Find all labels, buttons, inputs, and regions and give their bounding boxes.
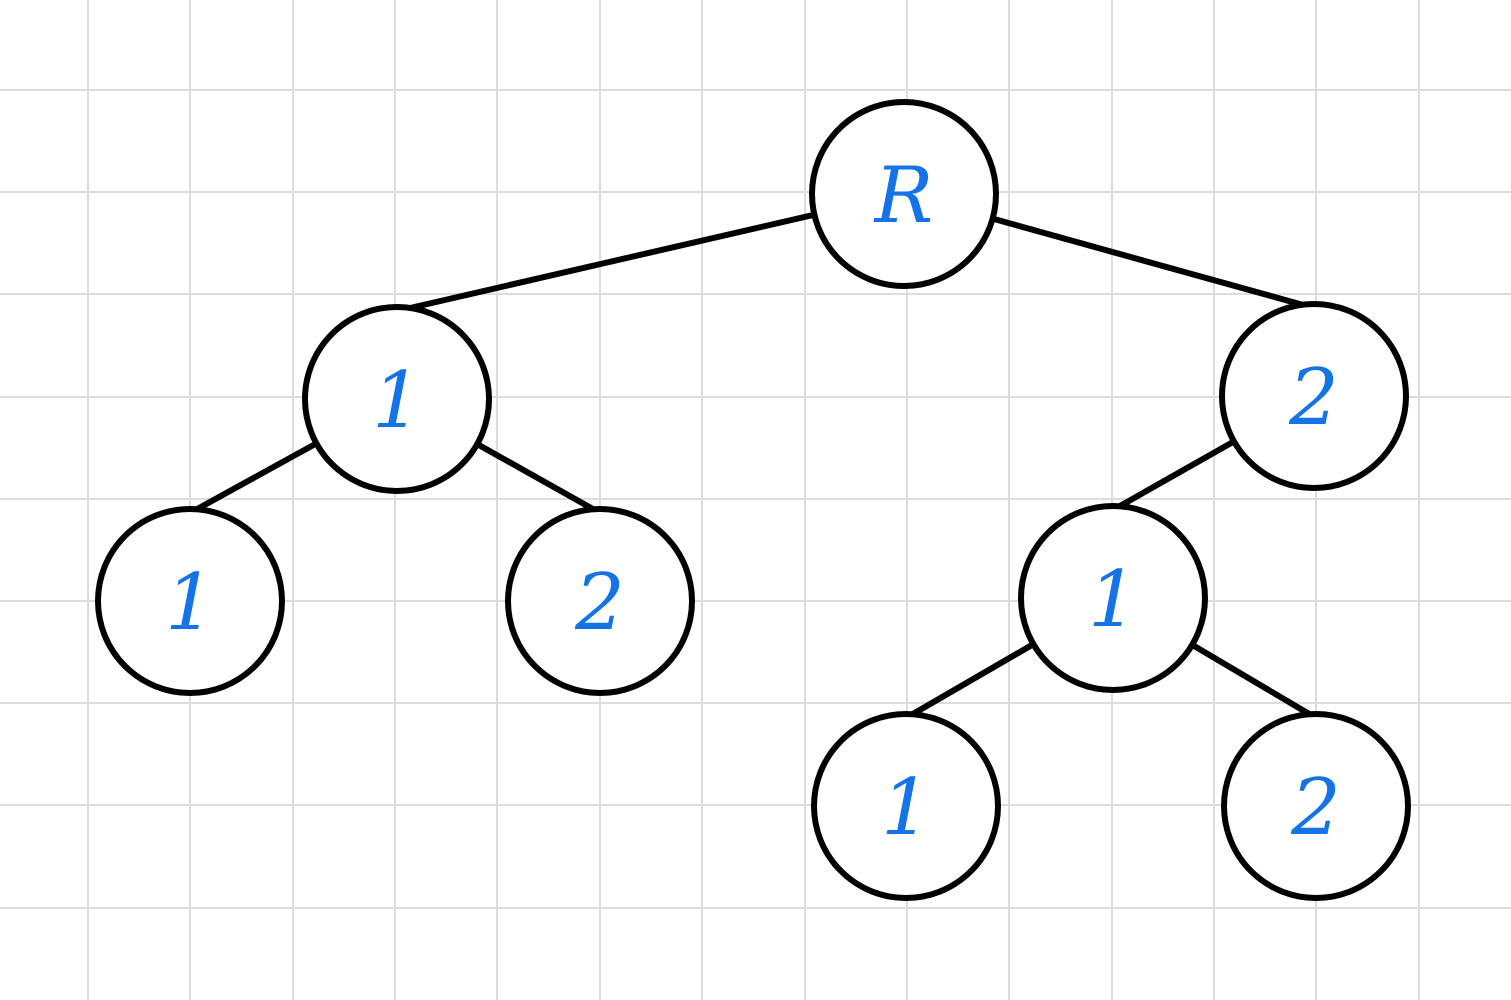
tree-node-n2: 2 [1219, 301, 1409, 491]
node-label: 1 [881, 763, 931, 853]
node-label: 1 [1088, 555, 1138, 645]
node-circle [1219, 301, 1409, 491]
tree-nodes: R 1 2 1 2 1 1 2 [95, 99, 1411, 901]
tree-node-n12: 2 [505, 506, 695, 696]
node-circle [1018, 503, 1208, 693]
tree-node-n211: 1 [811, 711, 1001, 901]
tree-node-root: R [809, 99, 999, 289]
node-circle [95, 506, 285, 696]
node-label: 2 [574, 558, 625, 648]
node-label: 2 [1288, 353, 1339, 443]
node-label: 1 [165, 558, 215, 648]
tree-node-n21: 1 [1018, 503, 1208, 693]
tree-node-n212: 2 [1221, 711, 1411, 901]
tree-node-n11: 1 [95, 506, 285, 696]
node-label: 2 [1290, 763, 1341, 853]
node-label: 1 [372, 356, 422, 446]
node-circle [302, 304, 492, 494]
node-label: R [873, 151, 934, 241]
node-circle [505, 506, 695, 696]
tree-node-n1: 1 [302, 304, 492, 494]
node-circle [1221, 711, 1411, 901]
node-circle [811, 711, 1001, 901]
node-circle [809, 99, 999, 289]
